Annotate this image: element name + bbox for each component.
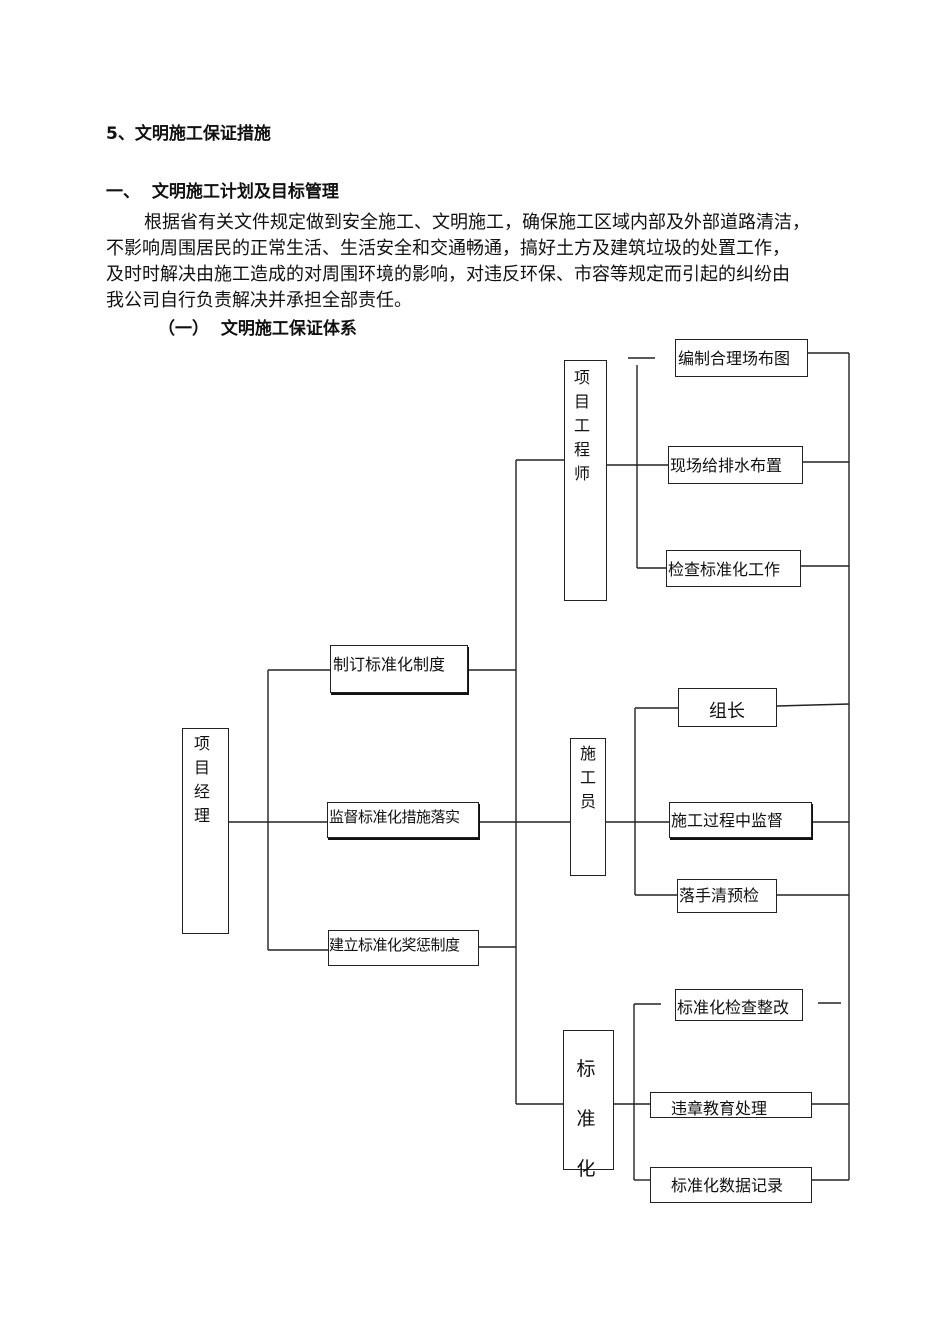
- heading-1: 一、 文明施工计划及目标管理: [106, 182, 339, 202]
- paragraph-line: 不影响周围居民的正常生活、生活安全和交通畅通，搞好土方及建筑垃圾的处置工作，: [106, 238, 790, 259]
- task-label-rectification: 标准化检查整改: [677, 998, 790, 1017]
- worker-label: 施工员: [579, 744, 596, 811]
- level2-box-supervise: [327, 802, 479, 838]
- section-title: 5、文明施工保证措施: [106, 124, 271, 144]
- subheading: （一） 文明施工保证体系: [158, 319, 357, 339]
- task-label-education: 违章教育处理: [671, 1099, 768, 1118]
- task-box-records: [650, 1167, 812, 1203]
- paragraph-line: 我公司自行负责解决并承担全部责任。: [106, 290, 412, 311]
- worker-box: [570, 738, 606, 876]
- level2-label-formulate: 制订标准化制度: [333, 655, 446, 674]
- project-manager-box: [182, 728, 229, 934]
- paragraph-line: 及时时解决由施工造成的对周围环境的影响，对违反环保、市容等规定而引起的纠纷由: [106, 264, 790, 285]
- level2-label-supervise: 监督标准化措施落实: [329, 808, 460, 826]
- body-paragraph: 根据省有关文件规定做到安全施工、文明施工，确保施工区域内部及外部道路清洁， 不影…: [106, 210, 846, 314]
- engineer-box: [564, 360, 607, 601]
- task-label-site-layout: 编制合理场布图: [678, 349, 791, 368]
- task-box-drainage: [668, 446, 803, 484]
- standard-label: 标准化: [576, 1058, 596, 1180]
- task-box-inspect: [666, 550, 801, 587]
- paragraph-line: 根据省有关文件规定做到安全施工、文明施工，确保施工区域内部及外部道路清洁，: [144, 212, 810, 233]
- task-box-process-supervision: [669, 802, 812, 838]
- task-label-drainage: 现场给排水布置: [670, 456, 783, 475]
- project-manager-label: 项目经理: [193, 734, 210, 825]
- task-label-records: 标准化数据记录: [671, 1176, 784, 1195]
- task-label-team-leader: 组长: [709, 701, 745, 722]
- task-box-team-leader: [678, 688, 777, 727]
- task-box-rectification: [675, 989, 803, 1021]
- task-label-inspect: 检查标准化工作: [668, 560, 781, 579]
- level2-label-establish: 建立标准化奖惩制度: [329, 936, 460, 954]
- task-box-education: [650, 1092, 812, 1118]
- task-label-process-supervision: 施工过程中监督: [671, 811, 784, 830]
- task-box-precheck: [677, 879, 777, 913]
- level2-box-establish: [328, 930, 479, 966]
- task-label-precheck: 落手清预检: [679, 886, 760, 905]
- task-box-site-layout: [675, 339, 808, 377]
- standard-box: [563, 1030, 614, 1170]
- level2-box-formulate: [330, 645, 468, 693]
- engineer-label: 项目工程师: [573, 368, 590, 483]
